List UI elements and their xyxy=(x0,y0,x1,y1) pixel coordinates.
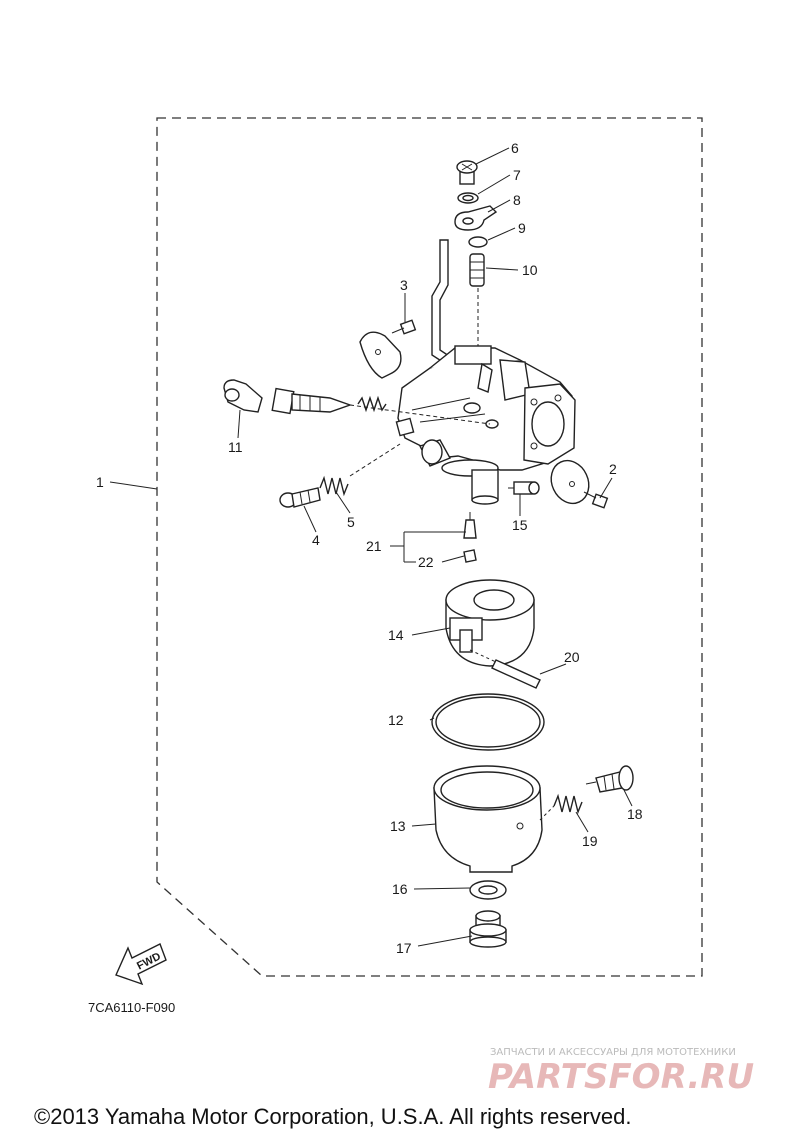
callout-20: 20 xyxy=(564,649,580,665)
part-9-o-ring[interactable] xyxy=(468,236,488,248)
callout-21: 21 xyxy=(366,538,382,554)
callout-11: 11 xyxy=(228,439,243,455)
callout-17: 17 xyxy=(396,940,412,956)
part-22-clip[interactable] xyxy=(463,549,477,563)
part-4-throttle-stop-screw[interactable] xyxy=(279,487,321,508)
callout-2: 2 xyxy=(609,461,617,477)
assembly-boundary xyxy=(156,117,703,977)
part-21-float-needle[interactable] xyxy=(463,512,477,539)
part-10-needle-jet[interactable] xyxy=(469,253,485,287)
callout-15: 15 xyxy=(512,517,528,533)
part-15-main-jet[interactable] xyxy=(508,481,540,495)
part-12-gasket[interactable] xyxy=(431,693,545,751)
callout-16: 16 xyxy=(392,881,408,897)
callout-19: 19 xyxy=(582,833,598,849)
callout-22: 22 xyxy=(418,554,434,570)
callout-12: 12 xyxy=(388,712,404,728)
part-17-drain-plug[interactable] xyxy=(469,910,507,948)
callout-6: 6 xyxy=(511,140,519,156)
choke-lever[interactable] xyxy=(431,239,457,367)
diagram-code: 7CA6110-F090 xyxy=(88,1000,175,1015)
callout-4: 4 xyxy=(312,532,320,548)
throttle-plate[interactable] xyxy=(544,454,595,509)
callout-3: 3 xyxy=(400,277,408,293)
callout-5: 5 xyxy=(347,514,355,530)
part-6-screw[interactable] xyxy=(456,160,478,185)
part-16-washer[interactable] xyxy=(469,880,507,900)
leader-lines xyxy=(109,147,633,947)
part-3-screw[interactable] xyxy=(391,319,417,335)
callout-9: 9 xyxy=(518,220,526,236)
part-7-lock-washer[interactable] xyxy=(457,192,479,204)
callout-8: 8 xyxy=(513,192,521,208)
part-11-pilot-screw[interactable] xyxy=(223,379,353,415)
callout-18: 18 xyxy=(627,806,643,822)
part-14-float[interactable] xyxy=(445,579,535,667)
part-19-spring[interactable] xyxy=(553,793,583,815)
fwd-arrow-icon: FWD xyxy=(115,943,167,986)
part-13-float-bowl[interactable] xyxy=(433,765,543,873)
part-8-plate[interactable] xyxy=(454,205,498,231)
watermark-logo: PARTSFOR.RU xyxy=(488,1057,754,1097)
part-5-spring[interactable] xyxy=(319,475,349,497)
callout-10: 10 xyxy=(522,262,538,278)
watermark: ЗАПЧАСТИ И АКСЕССУАРЫ ДЛЯ МОТОТЕХНИКИ PA… xyxy=(488,1047,754,1097)
callout-1: 1 xyxy=(96,474,104,490)
part-2-screw[interactable] xyxy=(583,491,609,509)
pilot-screw-spring[interactable] xyxy=(357,395,387,413)
callout-labels: 1 2 3 4 5 6 7 8 9 10 11 12 13 14 15 16 1… xyxy=(96,140,643,956)
part-18-drain-screw[interactable] xyxy=(585,765,634,793)
choke-plate[interactable] xyxy=(359,331,402,379)
copyright-notice: ©2013 Yamaha Motor Corporation, U.S.A. A… xyxy=(34,1104,631,1129)
callout-7: 7 xyxy=(513,167,521,183)
watermark-tagline: ЗАПЧАСТИ И АКСЕССУАРЫ ДЛЯ МОТОТЕХНИКИ xyxy=(490,1047,736,1058)
callout-13: 13 xyxy=(390,818,406,834)
carburetor-body[interactable] xyxy=(395,345,576,505)
part-20-float-pin[interactable] xyxy=(469,649,541,689)
callout-14: 14 xyxy=(388,627,404,643)
